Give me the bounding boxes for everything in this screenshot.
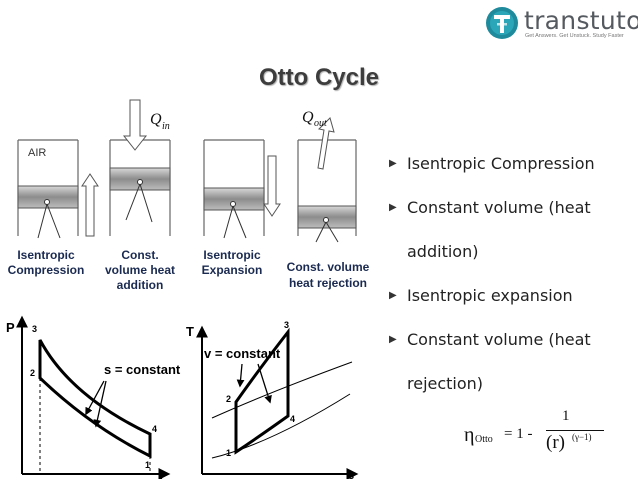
heat-out-subscript: out [314, 118, 327, 129]
transtutors-logo[interactable]: transtutors Get Answers. Get Unstuck. St… [484, 6, 638, 40]
cylinder-label-line: Expansion [202, 263, 263, 277]
pv-point-label: 1 [145, 460, 150, 470]
otto-efficiency-formula: η Otto = 1 - 1 (r) (γ−1) [464, 408, 634, 468]
heat-out-label: Q [302, 109, 314, 126]
bullet-item: ▶ Isentropic expansion [383, 274, 633, 318]
bullet-text: Constant volume (heat rejection) [407, 330, 591, 393]
slide-title: Otto Cycle [258, 64, 380, 91]
ts-point-label: 4 [290, 414, 295, 424]
up-arrow-icon [81, 173, 99, 237]
cylinder-heat-addition: Q in Const. volume heat addition [105, 99, 175, 292]
cylinder-label-line: Isentropic [203, 248, 261, 262]
cylinder-label-line: Isentropic [17, 248, 75, 262]
cylinder-label-line: addition [117, 278, 164, 292]
otto-cycle-diagram: AIR Isentropic Compression Q in Const. v… [0, 99, 370, 479]
ts-point-label: 1 [226, 448, 231, 458]
formula-lhs: = 1 - [504, 426, 533, 442]
fraction-bar [546, 430, 604, 431]
bullet-item: ▶ Constant volume (heat rejection) [383, 318, 633, 406]
ts-point-label: 3 [284, 320, 289, 330]
pv-diagram: P v 3 2 4 1 s = constant [0, 296, 181, 479]
pv-point-label: 2 [30, 368, 35, 378]
triangle-bullet-icon: ▶ [389, 334, 397, 345]
formula-numerator: 1 [562, 408, 570, 424]
ts-annotation: v = constant [204, 346, 281, 361]
bullet-item: ▶ Isentropic Compression [383, 142, 633, 186]
pv-axis-y-label: P [6, 320, 15, 335]
cylinder-label-line: volume heat [105, 263, 175, 277]
pv-axis-x-label: v [158, 470, 165, 479]
cylinder-label-line: Const. volume [287, 260, 370, 274]
cylinder-heat-rejection: Q out Const. volume heat rejection [287, 109, 370, 290]
bullet-text: Isentropic Compression [407, 154, 595, 173]
formula-eta: η [464, 424, 475, 446]
cylinder-expansion: Isentropic Expansion [202, 139, 281, 277]
logo-name: transtutors [524, 6, 638, 35]
formula-exponent: (γ−1) [572, 432, 592, 442]
cylinder-label-line: Compression [8, 263, 85, 277]
t-tree-logo-icon [486, 7, 518, 39]
ts-axis-y-label: T [186, 324, 194, 339]
triangle-bullet-icon: ▶ [389, 290, 397, 301]
ts-diagram: T s 3 2 4 1 v = constant [182, 318, 359, 479]
bullet-text: Isentropic expansion [407, 286, 573, 305]
down-arrow-icon [263, 155, 281, 217]
cylinder-label-line: Const. [121, 248, 158, 262]
triangle-bullet-icon: ▶ [389, 202, 397, 213]
heat-in-label: Q [150, 111, 162, 128]
bullet-item: ▶ Constant volume (heat addition) [383, 186, 633, 274]
formula-base: (r) [546, 432, 565, 453]
ts-axis-x-label: s [348, 470, 354, 479]
cylinder-inner-text: AIR [28, 147, 46, 159]
cylinder-compression: AIR Isentropic Compression [8, 139, 99, 277]
heat-in-subscript: in [162, 121, 170, 132]
formula-subscript: Otto [475, 434, 493, 445]
down-arrow-icon [122, 99, 148, 151]
pv-annotation: s = constant [104, 362, 181, 377]
ts-point-label: 2 [226, 394, 231, 404]
up-diagonal-arrow-icon [317, 117, 335, 170]
triangle-bullet-icon: ▶ [389, 158, 397, 169]
bullet-list: ▶ Isentropic Compression ▶ Constant volume… [383, 142, 633, 406]
pv-point-label: 4 [152, 424, 157, 434]
bullet-text: Constant volume (heat addition) [407, 198, 591, 261]
cylinder-label-line: heat rejection [289, 276, 367, 290]
logo-tagline: Get Answers. Get Unstuck. Study Faster [525, 33, 624, 39]
pv-point-label: 3 [32, 324, 37, 334]
